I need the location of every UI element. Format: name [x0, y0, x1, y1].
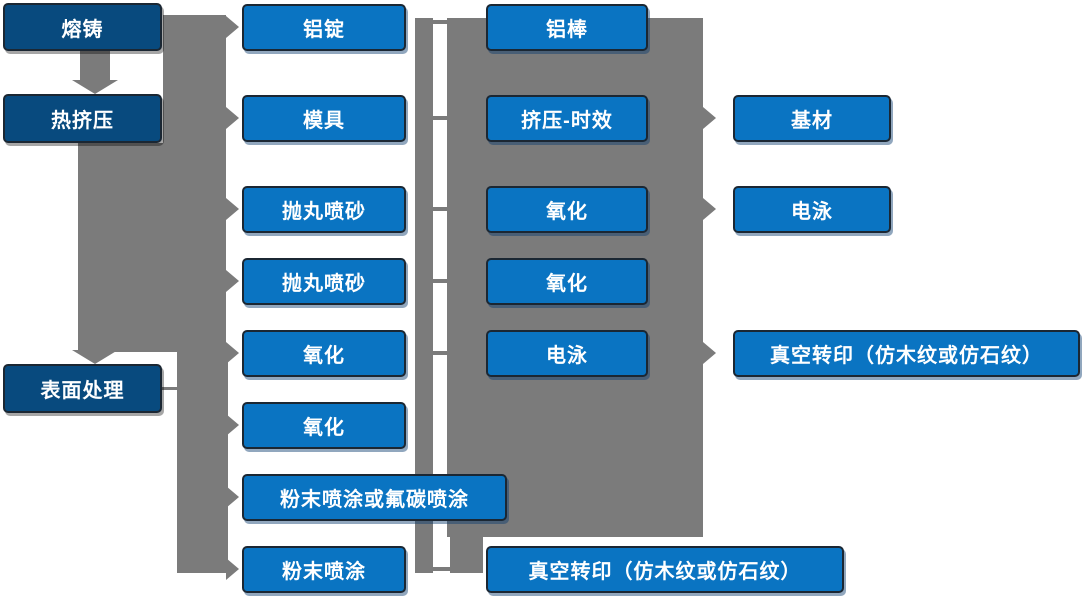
connector-stub-row2 — [433, 116, 447, 120]
connector-left-block — [78, 143, 226, 352]
node-oxidation-1: 氧化 — [242, 330, 406, 377]
arrow-to-powder-coating-icon — [226, 558, 239, 580]
node-extrusion-aging: 挤压-时效 — [486, 95, 648, 142]
node-melting: 熔铸 — [3, 3, 162, 51]
connector-melting-down-band — [80, 50, 110, 80]
connector-middle-vertical-bar — [415, 18, 433, 573]
arrow-to-base-material-icon — [703, 107, 716, 129]
arrow-to-aluminum-ingot-icon — [226, 16, 239, 38]
arrow-down-to-surface-treatment-icon — [72, 350, 118, 364]
node-aluminum-ingot: 铝锭 — [242, 4, 406, 51]
node-surface-treatment: 表面处理 — [3, 364, 162, 413]
connector-stub-row3 — [433, 207, 447, 211]
node-electrophoresis-2: 电泳 — [733, 186, 891, 233]
arrow-to-mold-icon — [226, 107, 239, 129]
node-aluminum-rod: 铝棒 — [486, 4, 648, 51]
arrow-to-shot-blasting-2-icon — [226, 270, 239, 292]
node-hot-extrusion: 热挤压 — [3, 94, 162, 143]
node-powder-coating: 粉末喷涂 — [242, 546, 406, 593]
node-oxidation-2: 氧化 — [242, 402, 406, 449]
connector-surface-treatment-stub — [162, 387, 178, 390]
arrow-to-vacuum-transfer-2-icon — [703, 342, 716, 364]
node-base-material: 基材 — [733, 95, 891, 142]
node-mold: 模具 — [242, 95, 406, 142]
arrow-to-powder-or-fluorocarbon-icon — [226, 486, 239, 508]
connector-stub-row4 — [433, 279, 447, 283]
arrow-to-oxidation-2-icon — [226, 414, 239, 436]
arrow-to-electrophoresis-2-icon — [703, 198, 716, 220]
node-shot-blasting-1: 抛丸喷砂 — [242, 186, 406, 233]
node-vacuum-transfer-2: 真空转印（仿木纹或仿石纹） — [733, 330, 1080, 377]
node-oxidation-4: 氧化 — [486, 258, 648, 305]
node-electrophoresis-1: 电泳 — [486, 330, 648, 377]
node-vacuum-transfer-1: 真空转印（仿木纹或仿石纹） — [486, 546, 844, 593]
connector-stub-row1 — [433, 20, 447, 24]
arrow-down-melting-to-hot-extrusion-icon — [72, 80, 118, 94]
connector-main-block-leg — [450, 537, 483, 573]
node-powder-or-fluorocarbon-coating: 粉末喷涂或氟碳喷涂 — [242, 474, 507, 521]
arrow-to-shot-blasting-1-icon — [226, 198, 239, 220]
node-shot-blasting-2: 抛丸喷砂 — [242, 258, 406, 305]
node-oxidation-3: 氧化 — [486, 186, 648, 233]
connector-stub-row5 — [433, 351, 447, 355]
connector-left-vertical-band-lower — [177, 352, 228, 573]
arrow-to-oxidation-1-icon — [226, 342, 239, 364]
connector-stub-bottom-row — [433, 567, 450, 571]
connector-left-vertical-band-upper — [163, 15, 226, 143]
